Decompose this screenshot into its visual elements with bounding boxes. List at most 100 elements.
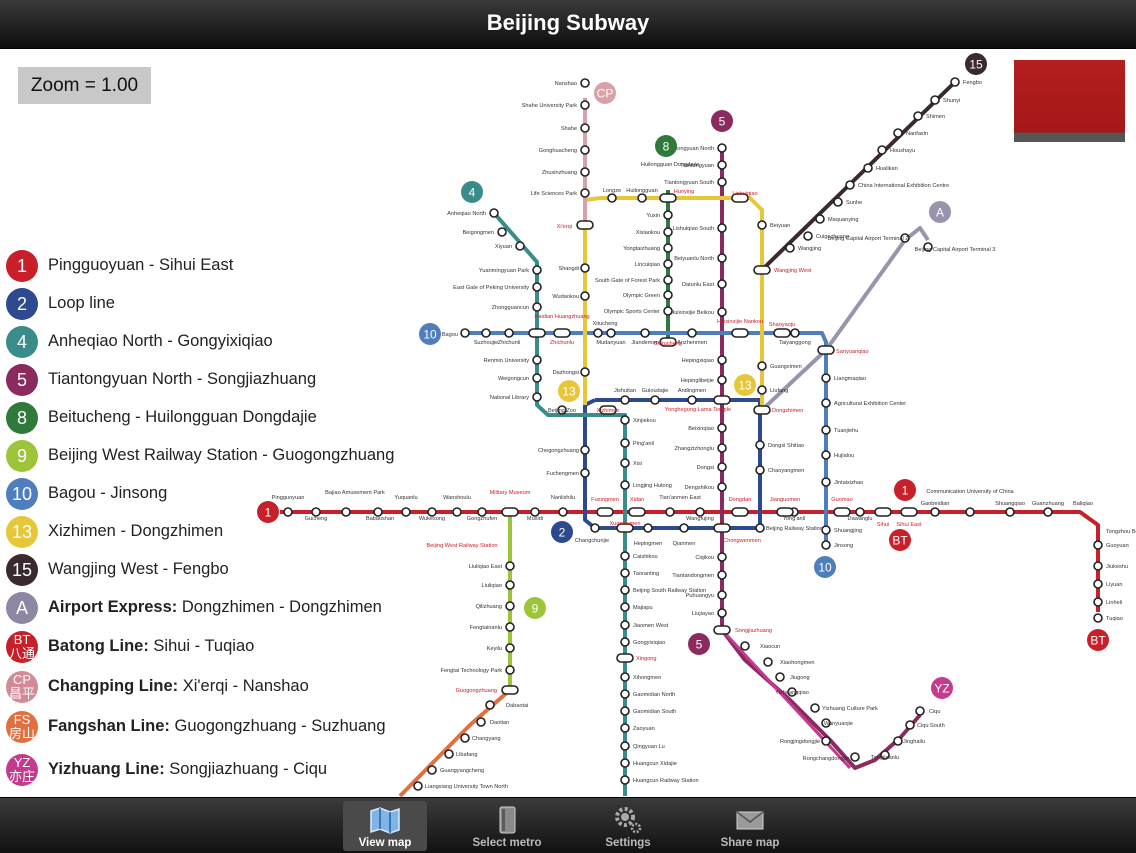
interchange-sihui bbox=[874, 507, 892, 517]
interchange-lishuiqiao bbox=[731, 193, 749, 203]
station-xitucheng bbox=[593, 328, 603, 338]
interchange-zhichunlu bbox=[553, 328, 571, 338]
station-label-baliqiao: Baliqiao bbox=[1073, 501, 1093, 507]
station-bj_south bbox=[620, 585, 630, 595]
station-guangximen bbox=[757, 361, 767, 371]
station-label-xuanwumen: Xuanwumen bbox=[609, 521, 640, 527]
station-label-nanlishilu: Nanlishilu bbox=[551, 495, 575, 501]
station-liujiayao bbox=[717, 608, 727, 618]
station-label-wukesong: Wukesong bbox=[419, 516, 445, 522]
interchange-shaoyaoju bbox=[773, 328, 791, 338]
station-label-bagou: Bagou bbox=[442, 332, 458, 338]
station-label-tiananmen_e: Tian'anmen East bbox=[659, 495, 701, 501]
station-label-lishuiqiao_s: Lishuiqiao South bbox=[673, 226, 714, 232]
station-pinganli bbox=[620, 438, 630, 448]
station-changchunjie bbox=[590, 523, 600, 533]
interchange-xuanwumen bbox=[616, 523, 634, 533]
station-xiaohongmen bbox=[763, 657, 773, 667]
station-jinghailu bbox=[893, 736, 903, 746]
station-jintaixizhao bbox=[821, 477, 831, 487]
station-label-liufang: Liufang bbox=[770, 388, 788, 394]
station-datunlu bbox=[717, 279, 727, 289]
station-tiantandongmen bbox=[717, 570, 727, 580]
station-keyilu bbox=[505, 643, 515, 653]
tab-settings[interactable]: Settings bbox=[586, 801, 670, 851]
interchange-haidian bbox=[528, 328, 546, 338]
station-label-yuxin: Yuxin bbox=[646, 213, 660, 219]
map-icon bbox=[370, 807, 400, 834]
station-label-sihui: Sihui bbox=[877, 522, 889, 528]
station-label-t2: Beijing Capital Airport Terminal 2 bbox=[828, 236, 909, 242]
badge-line-15 bbox=[965, 53, 987, 75]
interchange-fuxingmen bbox=[596, 507, 614, 517]
station-label-dawanglu: Dawanglu bbox=[848, 516, 873, 522]
station-guangyangcheng bbox=[427, 765, 437, 775]
station-label-ciqu_s: Ciqu South bbox=[917, 723, 945, 729]
station-label-jinghailu: Jinghailu bbox=[903, 739, 925, 745]
tab-view-map[interactable]: View map bbox=[343, 801, 427, 851]
station-huixinxijie_b bbox=[717, 307, 727, 317]
station-label-qilizhuang: Qilizhuang bbox=[476, 604, 502, 610]
station-liangxiang bbox=[413, 781, 423, 791]
station-label-yongtaizhuang: Yongtaizhuang bbox=[623, 246, 660, 252]
interchange-huixinxijie bbox=[731, 328, 749, 338]
badge-line-5-text: 5 bbox=[719, 115, 726, 129]
station-label-xiaocun: Xiaocun bbox=[760, 644, 780, 650]
station-label-haidian: Haidian Huangzhuang bbox=[534, 314, 589, 320]
station-jinsong bbox=[821, 540, 831, 550]
station-label-xiaohongmen: Xiaohongmen bbox=[780, 660, 815, 666]
station-label-weigongcun: Weigongcun bbox=[498, 376, 529, 382]
station-dengshikou bbox=[717, 482, 727, 492]
badge-airport bbox=[929, 201, 951, 223]
station-dazhongsi bbox=[580, 367, 590, 377]
station-guoyuan bbox=[1093, 540, 1103, 550]
tab-select-metro[interactable]: Select metro bbox=[465, 801, 549, 851]
interchange-guogongzhuang bbox=[501, 685, 519, 695]
line-badge: 5 bbox=[6, 364, 38, 396]
badge-line-1b bbox=[894, 479, 916, 501]
station-label-shunyi: Shunyi bbox=[943, 98, 960, 104]
station-label-beitucheng: Beitucheng bbox=[654, 341, 682, 347]
station-huangcun_r bbox=[620, 775, 630, 785]
station-linheli bbox=[1093, 597, 1103, 607]
tab-share-map[interactable]: Share map bbox=[708, 801, 792, 851]
station-xisi bbox=[620, 458, 630, 468]
station-south_gate bbox=[663, 275, 673, 285]
station-label-wangjing_w: Wangjing West bbox=[774, 268, 812, 274]
map-thumbnail[interactable] bbox=[1014, 60, 1125, 142]
station-label-songjiazhuang: Songjiazhuang bbox=[735, 628, 772, 634]
interchange-guomao bbox=[833, 507, 851, 517]
station-label-keyilu: Keyilu bbox=[487, 646, 502, 652]
station-label-guoyuan: Guoyuan bbox=[1106, 543, 1129, 549]
legend-label: Wangjing West - Fengbo bbox=[48, 560, 229, 578]
station-label-tiantandongmen: Tiantandongmen bbox=[672, 573, 714, 579]
station-weigongcun bbox=[532, 373, 542, 383]
station-beixinqiao bbox=[717, 423, 727, 433]
station-label-liuliqiao: Liuliqiao bbox=[481, 583, 502, 589]
station-label-sunhe: Sunhe bbox=[846, 200, 862, 206]
legend-label: Xizhimen - Dongzhimen bbox=[48, 522, 224, 540]
station-label-jiaomen_w: Jiaomen West bbox=[633, 623, 669, 629]
line-badge: 10 bbox=[6, 478, 38, 510]
station-label-fengtai_tech: Fengtai Technology Park bbox=[441, 668, 503, 674]
station-label-hepingmen: Hepingmen bbox=[634, 541, 663, 547]
station-label-taoranting: Taoranting bbox=[633, 571, 659, 577]
station-liuliqiao_e bbox=[505, 561, 515, 571]
